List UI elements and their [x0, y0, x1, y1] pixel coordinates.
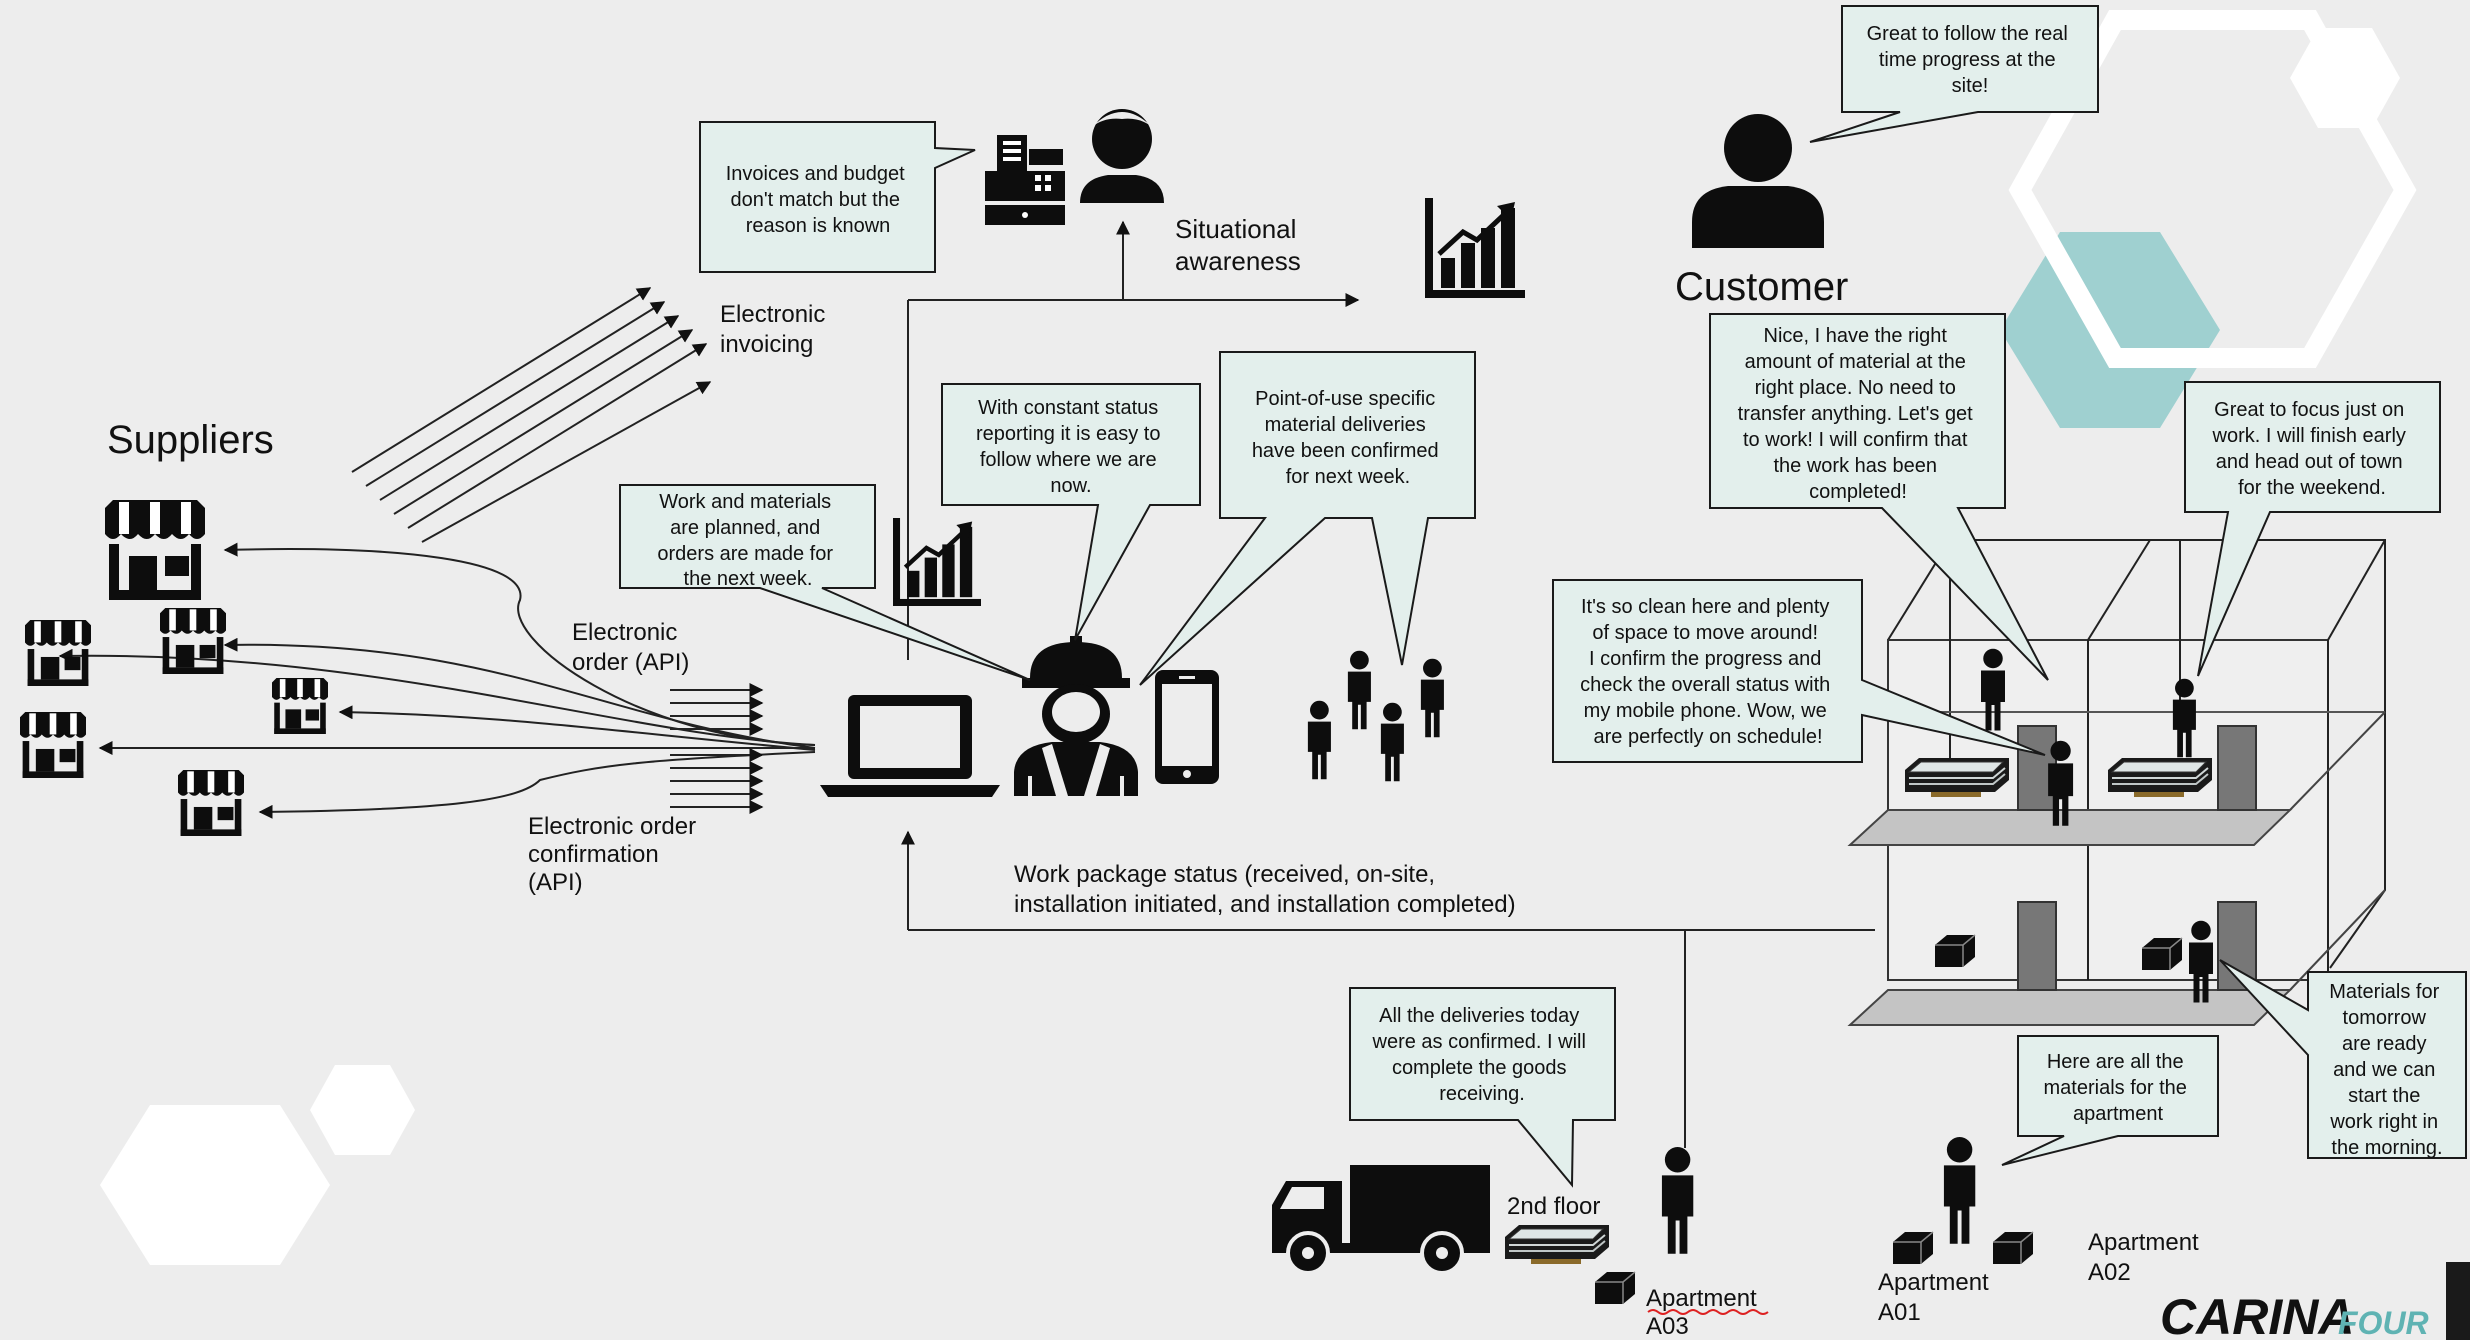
svg-text:Here are all the materia: Here are all the materials for the apart…	[2044, 1051, 2193, 1125]
apartment-a01-label: Apartment A01	[1878, 1269, 1995, 1326]
order-confirmation-label: Electronic order confirmation (API)	[528, 813, 703, 896]
second-floor-label: 2nd floor	[1507, 1193, 1600, 1220]
person-icon	[1943, 1136, 1976, 1244]
bubble-clean-space: It's so clean here and plenty of space t…	[1552, 579, 2046, 763]
bubble-work-planned: Work and materials are planned, and orde…	[619, 484, 1031, 681]
store-icon	[20, 712, 86, 778]
svg-text:Point-of-use specific ma: Point-of-use specific material deliverie…	[1252, 388, 1444, 488]
customer-label: Customer	[1675, 265, 1848, 309]
box-icon	[1992, 1231, 2034, 1265]
material-pallet-icon	[2107, 757, 2213, 798]
apartment-a02-label: Apartment A02	[2088, 1229, 2205, 1286]
logo-wordmark: CARINA	[2160, 1289, 2354, 1340]
truck-icon	[1272, 1165, 1490, 1275]
bubble-materials-tomorrow: Materials for tomorrow are ready and we …	[2219, 959, 2467, 1159]
svg-text:Nice, I have the right a: Nice, I have the right amount of materia…	[1738, 325, 1979, 503]
svg-text:With constant status rep: With constant status reporting it is eas…	[976, 397, 1166, 497]
store-icon	[105, 500, 205, 600]
material-pallet-icon	[1504, 1224, 1610, 1265]
store-icon	[178, 770, 244, 836]
store-icon	[272, 678, 328, 734]
construction-worker-icon	[1014, 636, 1138, 796]
laptop-icon	[820, 695, 1000, 797]
bar-chart-icon	[893, 518, 981, 606]
svg-text:Great to follow the real: Great to follow the real time progress a…	[1867, 23, 2074, 97]
logo-suffix: FOUR	[2338, 1305, 2429, 1340]
situational-awareness-label: Situational awareness	[1175, 214, 1304, 276]
spellcheck-underline	[1647, 1309, 1769, 1315]
smartphone-icon	[1155, 670, 1219, 784]
apartment-a03-label: Apartment A03	[1646, 1285, 1763, 1340]
workers-group-icon	[1307, 650, 1444, 782]
person-icon	[1661, 1146, 1694, 1254]
bubble-right-amount: Nice, I have the right amount of materia…	[1709, 313, 2049, 681]
svg-text:Great to focus just on w: Great to focus just on work. I will fini…	[2212, 399, 2412, 499]
bubble-focus-work: Great to focus just on work. I will fini…	[2184, 381, 2441, 677]
svg-text:It's so clean here and plenty: It's so clean here and plenty of space t…	[1580, 596, 1836, 748]
electronic-invoicing-label: Electronic invoicing	[720, 301, 832, 358]
svg-text:All the deliveries today: All the deliveries today were as confirm…	[1372, 1005, 1592, 1105]
apartment-building	[1847, 539, 2386, 1026]
box-icon	[1892, 1231, 1934, 1265]
carinafour-logo: CARINA FOUR	[2160, 1262, 2470, 1340]
cash-register-icon	[985, 135, 1065, 225]
background-hexagons	[100, 9, 2417, 1265]
bubble-deliveries-today: All the deliveries today were as confirm…	[1349, 987, 1616, 1188]
material-pallet-icon	[1904, 757, 2010, 798]
clerk-person-icon	[1080, 109, 1164, 203]
corner-scrollbar-edge	[2446, 1262, 2470, 1340]
svg-text:Work and materials are p: Work and materials are planned, and orde…	[657, 491, 838, 590]
bubble-point-of-use: Point-of-use specific material deliverie…	[1139, 351, 1476, 686]
supplier-stores	[20, 500, 328, 836]
bar-chart-icon	[1425, 198, 1525, 298]
bubble-status-reporting: With constant status reporting it is eas…	[941, 383, 1201, 641]
customer-person-icon	[1692, 114, 1824, 248]
bubble-materials-apartment: Here are all the materials for the apart…	[2001, 1035, 2219, 1166]
bubble-customer-progress: Great to follow the real time progress a…	[1809, 5, 2099, 143]
store-icon	[160, 608, 226, 674]
bubble-invoices: Invoices and budget don't match but the …	[699, 121, 976, 273]
electronic-order-label: Electronic order (API)	[572, 619, 689, 676]
svg-text:Materials for tomorrow: Materials for tomorrow are ready and we …	[2329, 981, 2445, 1159]
work-package-status-label: Work package status (received, on-site, …	[1014, 861, 1516, 918]
suppliers-label: Suppliers	[107, 418, 274, 462]
svg-text:Invoices and budget don': Invoices and budget don't match but the …	[726, 163, 911, 237]
store-icon	[25, 620, 91, 686]
box-icon	[1594, 1271, 1636, 1305]
